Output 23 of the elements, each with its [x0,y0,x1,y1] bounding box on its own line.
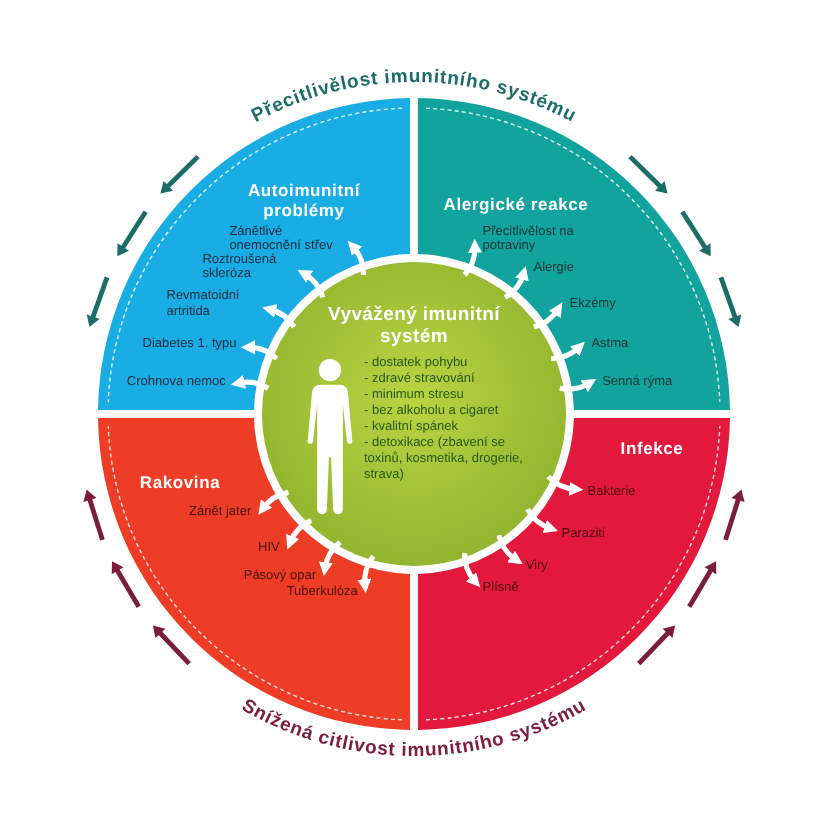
arrow [319,540,342,577]
segment-title: Autoimunitní problémy [245,180,362,220]
arrow [503,266,529,300]
arrow [551,341,585,362]
segment-title: Alergické reakce [443,194,589,214]
arrow [559,379,597,393]
arrow [462,238,482,277]
segment-title: Rakovina [139,472,221,492]
arrow [347,240,366,275]
arrow [230,375,270,391]
segment-title: Infekce [620,438,684,458]
arrow [286,518,313,550]
arrow [525,507,558,533]
arrow [258,489,289,515]
circle-title: Vyvážený imunitní systém [326,304,502,348]
arrow [297,269,326,299]
arrow [462,553,481,588]
arrow [357,554,376,594]
arrow [546,474,584,496]
arrow [496,534,523,565]
arrow [533,302,563,330]
arrow [262,304,297,329]
arrow [240,340,279,361]
